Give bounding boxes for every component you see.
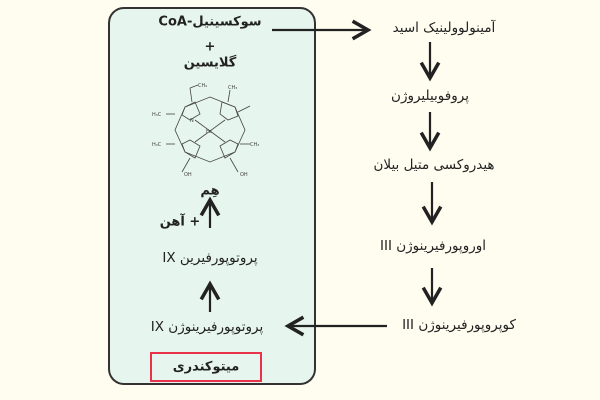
heme-label: OH xyxy=(240,172,248,177)
heme-label: هِم xyxy=(200,183,220,199)
uroporphyrinogen-iii: اوروپورفیرینوژن III xyxy=(379,238,487,254)
coproporphyrinogen-iii: کوپروپورفیرینوژن III xyxy=(402,317,516,333)
porphobilinogen: پروفوبیلیروژن xyxy=(391,88,469,104)
heme-label: CH₃ xyxy=(250,142,259,148)
mitochondria-label: میتوکندری xyxy=(172,359,240,375)
heme-label: OH xyxy=(184,172,192,177)
heme-label: Fe xyxy=(206,129,212,135)
glycine: گلایسین xyxy=(183,55,237,71)
protoporphyrinogen-ix: پروتوپورفیرینوژن IX xyxy=(150,319,264,335)
aminolevulinic-acid: آمینولوولینیک اسید xyxy=(392,20,496,36)
succinyl-coa: سوکسینیل-CoA xyxy=(158,14,262,30)
heme-label: N xyxy=(190,118,194,124)
mitochondria-compartment xyxy=(108,7,316,385)
plus-iron: + آهن xyxy=(159,214,201,230)
mitochondria-label-box xyxy=(150,352,262,382)
hydroxymethylbilane: هیدروکسی متیل بیلان xyxy=(373,157,495,173)
heme-structure-image: CH₂ CH₃ H₃C H₃C CH₃ N Fe OH OH xyxy=(152,83,259,177)
plus-sign: + xyxy=(204,39,216,55)
heme-label: CH₃ xyxy=(228,85,237,91)
heme-label: H₃C xyxy=(152,142,162,148)
heme-label: CH₂ xyxy=(198,83,207,89)
protoporphyrin-ix: پروتوپورفیرین IX xyxy=(162,250,258,266)
heme-label: H₃C xyxy=(152,112,162,118)
